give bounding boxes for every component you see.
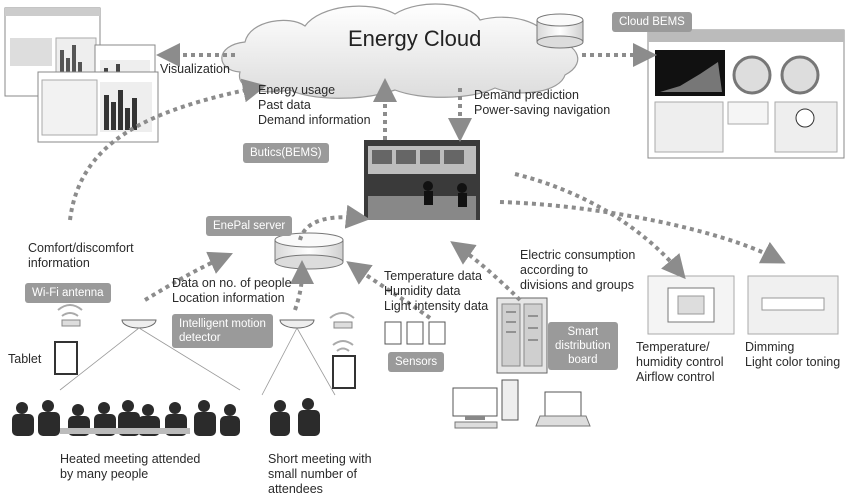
meeting-people-icon bbox=[12, 398, 320, 436]
short-meeting-label: Short meeting with small number of atten… bbox=[268, 452, 372, 496]
enepal-server-icon bbox=[274, 232, 344, 270]
distribution-board-icon bbox=[496, 297, 548, 374]
office-computers-icon bbox=[452, 379, 591, 429]
energy-usage-label: Energy usage Past data Demand informatio… bbox=[258, 83, 371, 127]
motion-detector-icon bbox=[59, 319, 336, 396]
sensor-boxes-icon bbox=[384, 321, 446, 345]
cloud-bems-tag: Cloud BEMS bbox=[612, 12, 692, 32]
cloud-bems-dashboard-icon bbox=[647, 29, 845, 159]
dimming-label: Dimming Light color toning bbox=[745, 340, 841, 369]
cloud-server-icon bbox=[536, 13, 584, 49]
butics-tag: Butics(BEMS) bbox=[243, 143, 329, 163]
smart-board-tag: Smart distribution board bbox=[548, 322, 618, 370]
sensors-tag: Sensors bbox=[388, 352, 445, 372]
ceiling-light-icon bbox=[747, 275, 839, 335]
people-data-label: Data on no. of people Location informati… bbox=[172, 276, 292, 305]
motion-detector-tag: Intelligent motion detector bbox=[172, 314, 273, 348]
electric-consumption-label: Electric consumption according to divisi… bbox=[520, 248, 636, 292]
env-data-label: Temperature data Humidity data Light int… bbox=[384, 269, 489, 313]
ceiling-air-conditioner-icon bbox=[647, 275, 735, 335]
data-flow-arrows bbox=[68, 43, 786, 320]
temp-control-label: Temperature/ humidity control Airflow co… bbox=[636, 340, 724, 384]
visualization-label: Visualization bbox=[160, 62, 230, 76]
enepal-server-tag: EnePal server bbox=[206, 216, 293, 236]
wifi-antenna-icon bbox=[57, 304, 355, 352]
tablet-label: Tablet bbox=[8, 352, 42, 366]
demand-prediction-label: Demand prediction Power-saving navigatio… bbox=[474, 88, 611, 117]
wifi-antenna-tag: Wi-Fi antenna bbox=[25, 283, 111, 303]
tablet-icon bbox=[54, 341, 356, 389]
cloud-title: Energy Cloud bbox=[348, 26, 482, 51]
visualization-screens-icon bbox=[4, 7, 159, 143]
comfort-label: Comfort/discomfort information bbox=[28, 241, 134, 270]
bems-control-room-icon bbox=[364, 140, 480, 220]
heated-meeting-label: Heated meeting attended by many people bbox=[60, 452, 201, 481]
